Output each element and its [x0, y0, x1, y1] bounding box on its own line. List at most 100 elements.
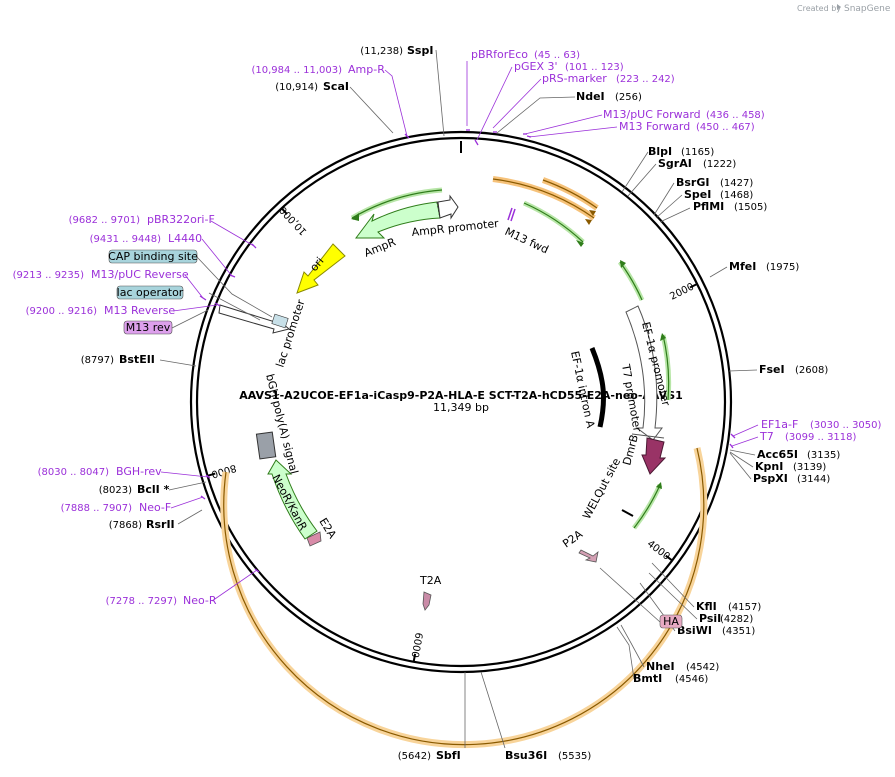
ha-label: HA	[663, 615, 679, 628]
primer-name-bgh-rev[interactable]: BGH-rev	[116, 465, 162, 478]
primer-mark-pgex3	[474, 139, 479, 146]
enzyme-name-acc65i[interactable]: Acc65I	[757, 448, 798, 461]
feature-arc-green-4	[632, 483, 663, 530]
primer-pos-m13-reverse: (9200 .. 9216)	[26, 306, 98, 317]
primer-labels: (10,984 .. 11,003) Amp-R pBRforEco (45 .…	[13, 48, 882, 607]
leader-m13-reverse	[172, 304, 218, 312]
primer-name-amp-r[interactable]: Amp-R	[348, 63, 385, 76]
credit-prefix: Created by	[797, 4, 841, 13]
primer-name-pgex3[interactable]: pGEX 3'	[514, 60, 558, 73]
enzyme-name-sspi[interactable]: SspI	[407, 44, 433, 57]
cap-binding-site-box[interactable]: CAP binding site	[108, 249, 198, 264]
enzyme-name-blpi[interactable]: BlpI	[648, 145, 672, 158]
enzyme-name-spei[interactable]: SpeI	[684, 188, 711, 201]
t2a-arrow	[422, 591, 432, 611]
enzyme-name-bsu36i[interactable]: Bsu36I	[505, 749, 547, 762]
enzyme-name-ndei[interactable]: NdeI	[576, 90, 605, 103]
leader-pgex3	[476, 66, 513, 141]
leader-kfli	[651, 562, 695, 608]
primer-name-l4440[interactable]: L4440	[168, 232, 202, 245]
enzyme-pos-sgrai: (1222)	[703, 159, 736, 170]
enzyme-name-bcli[interactable]: BclI *	[137, 483, 170, 496]
cap-binding-site-label: CAP binding site	[108, 250, 198, 263]
primer-name-ef1a-f[interactable]: EF1a-F	[761, 418, 798, 431]
leader-blpi	[621, 151, 649, 193]
primer-name-neo-r[interactable]: Neo-R	[183, 594, 217, 607]
p2a-arrow	[578, 549, 599, 563]
tick-label-4000: 4000	[645, 539, 672, 563]
leader-neo-r	[211, 569, 258, 602]
enzyme-pos-bsrgi: (1427)	[720, 178, 753, 189]
leader-nhei	[620, 624, 645, 668]
leader-m13-rev	[171, 309, 209, 329]
enzyme-name-fsei[interactable]: FseI	[759, 363, 785, 376]
bgh-polya-block	[255, 431, 277, 460]
enzyme-name-pflmi[interactable]: PflMI	[693, 200, 724, 213]
e2a-arrow	[306, 531, 322, 547]
primer-name-m13puc-forward[interactable]: M13/pUC Forward	[603, 108, 701, 121]
lac-promoter-label: lac promoter	[273, 298, 307, 369]
primer-pos-neo-r: (7278 .. 7297)	[106, 596, 178, 607]
boxed-feature-labels: CAP binding site lac operator M13 rev HA	[108, 249, 683, 629]
enzyme-pos-bmti: (4546)	[675, 674, 708, 685]
primer-name-neo-f[interactable]: Neo-F	[139, 501, 171, 514]
primer-pos-bgh-rev: (8030 .. 8047)	[38, 467, 110, 478]
primer-pos-m13puc-forward: (436 .. 458)	[706, 110, 765, 121]
primer-leader-lines	[160, 61, 759, 602]
tick-label-6000: 6000	[409, 631, 424, 658]
arrowhead-orange-2	[589, 210, 596, 216]
enzyme-pos-bsiwi: (4351)	[722, 626, 755, 637]
enzyme-name-rsrii[interactable]: RsrII	[146, 518, 175, 531]
lac-operator-box[interactable]: lac operator	[116, 285, 184, 300]
primer-name-m13-forward[interactable]: M13 Forward	[619, 120, 690, 133]
arrowhead-green-top	[351, 213, 359, 221]
leader-sspi	[435, 49, 445, 137]
tick-mark-6000	[412, 653, 417, 662]
primer-name-prs-marker[interactable]: pRS-marker	[542, 72, 607, 85]
primer-pos-amp-r: (10,984 .. 11,003)	[252, 65, 343, 76]
enzyme-name-pspxi[interactable]: PspXI	[753, 472, 788, 485]
primer-pos-m13puc-reverse: (9213 .. 9235)	[13, 270, 85, 281]
arrowhead-green-3	[660, 333, 666, 341]
leader-kpni	[729, 451, 754, 468]
primer-name-m13-reverse[interactable]: M13 Reverse	[104, 304, 175, 317]
primer-name-t7[interactable]: T7	[759, 430, 774, 443]
enzyme-name-mfei[interactable]: MfeI	[729, 260, 756, 273]
enzyme-name-bmti[interactable]: BmtI	[633, 672, 662, 685]
t7-promoter-arrow	[631, 433, 665, 439]
enzyme-pos-pflmi: (1505)	[734, 202, 767, 213]
primer-name-m13puc-reverse[interactable]: M13/pUC Reverse	[91, 268, 189, 281]
ha-box[interactable]: HA	[659, 614, 683, 629]
enzyme-name-bsiwi[interactable]: BsiWI	[677, 624, 712, 637]
lac-operator-label: lac operator	[117, 286, 184, 299]
lac-operator-bg	[116, 285, 184, 300]
primer-mark-m13-reverse	[214, 302, 221, 307]
leader-ef1a-f	[732, 424, 759, 437]
enzyme-name-psii[interactable]: PsiI	[699, 612, 721, 625]
enzyme-name-kpni[interactable]: KpnI	[755, 460, 783, 473]
cap-binding-site-bg	[108, 249, 198, 264]
ampr-promoter-divider	[436, 201, 441, 219]
ampr-promoter-label: AmpR promoter	[411, 217, 500, 239]
bgh-polya-label: bGH poly(A) signal	[263, 373, 300, 476]
enzyme-name-sbfi[interactable]: SbfI	[436, 749, 461, 762]
enzyme-name-sgrai[interactable]: SgrAI	[658, 157, 692, 170]
arrowhead-orange-1	[585, 219, 592, 225]
enzyme-name-bsteii[interactable]: BstEII	[119, 353, 155, 366]
leader-fsei	[728, 369, 758, 372]
enzyme-name-kfli[interactable]: KflI	[696, 600, 717, 613]
enzyme-pos-pspxi: (3144)	[797, 474, 830, 485]
tick-mark-4000	[665, 554, 673, 562]
enzyme-name-scai[interactable]: ScaI	[323, 80, 349, 93]
leader-m13puc-reverse	[184, 274, 204, 299]
primer-name-pbrforeco[interactable]: pBRforEco	[471, 48, 528, 61]
welqut-site-label: WELQut site	[580, 456, 623, 522]
m13-rev-box[interactable]: M13 rev	[123, 320, 173, 335]
enzyme-name-bsrgi[interactable]: BsrGI	[676, 176, 709, 189]
leader-l4440	[201, 238, 233, 277]
primer-name-pbr322ori-f[interactable]: pBR322ori-F	[147, 213, 215, 226]
primer-mark-t7	[729, 443, 734, 449]
leader-lines	[159, 49, 758, 749]
enzyme-name-nhei[interactable]: NheI	[646, 660, 675, 673]
